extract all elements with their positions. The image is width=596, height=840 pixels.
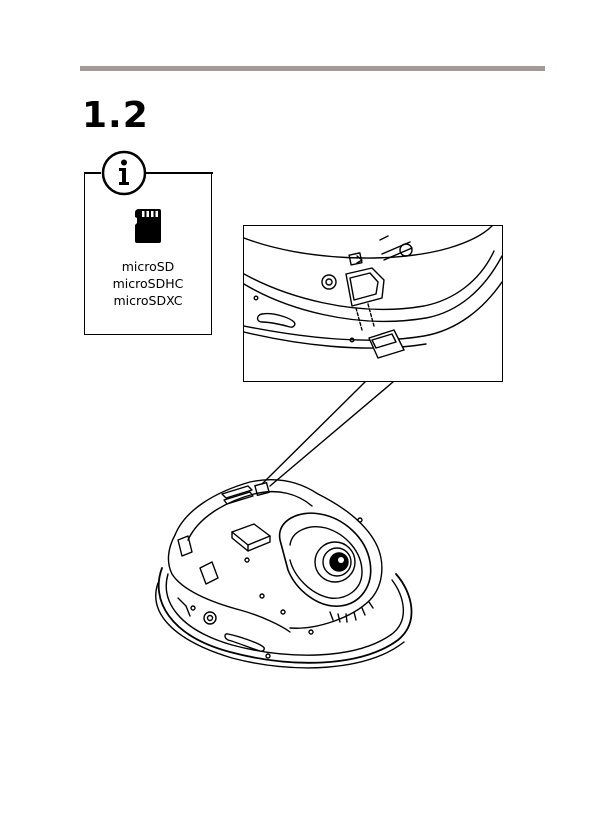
callout-line-left	[262, 382, 365, 484]
sd-card-slot-detail	[243, 225, 503, 382]
sd-card-slot-detail-drawing	[244, 226, 503, 382]
callout-line-right	[270, 382, 393, 486]
